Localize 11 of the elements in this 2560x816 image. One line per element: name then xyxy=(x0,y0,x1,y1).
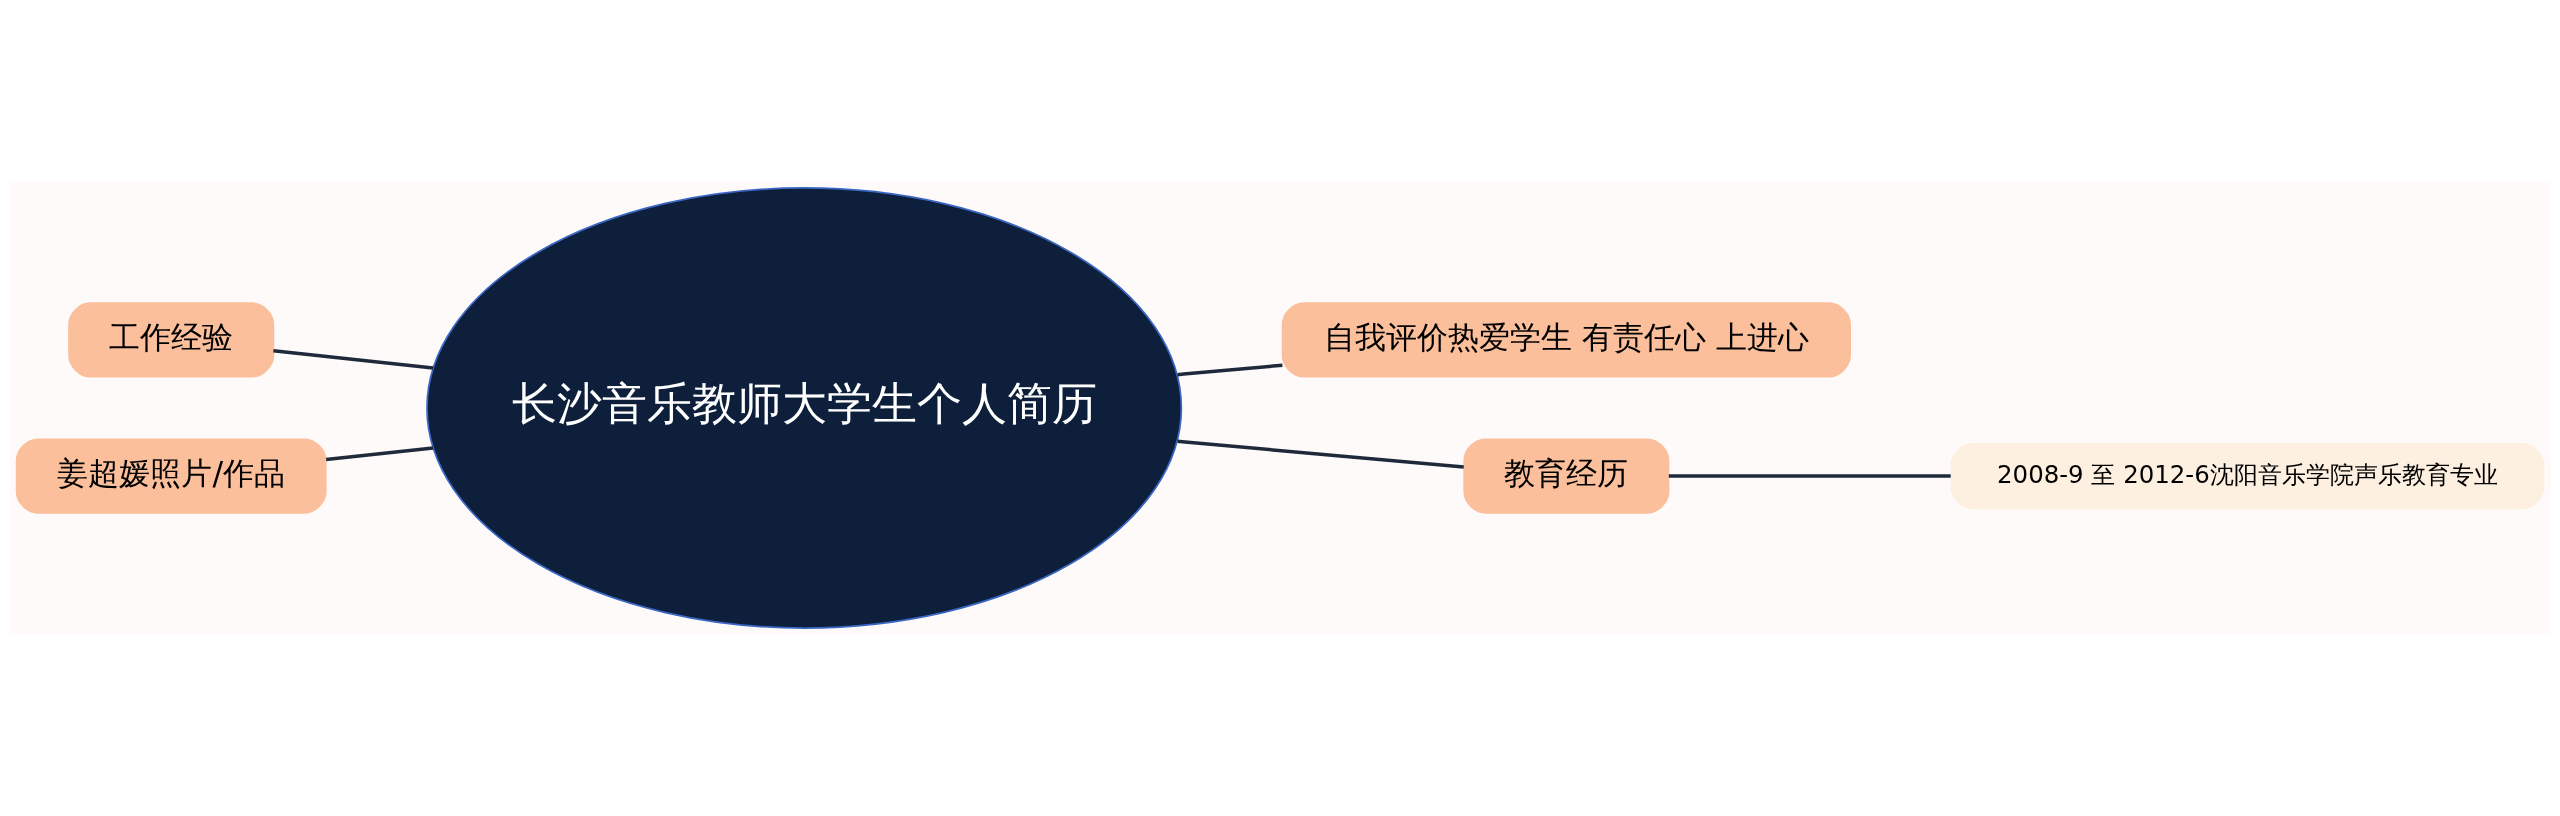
node-box: 姜超媛照片/作品 xyxy=(15,438,327,514)
connector xyxy=(1177,439,1464,469)
connector xyxy=(1177,363,1283,377)
node-box: 教育经历 xyxy=(1463,438,1670,514)
connector xyxy=(325,446,434,462)
node-box: 自我评价热爱学生 有责任心 上进心 xyxy=(1281,302,1851,378)
node-ellipse: 长沙音乐教师大学生个人简历 xyxy=(426,187,1183,629)
node-box: 2008-9 至 2012-6沈阳音乐学院声乐教育专业 xyxy=(1950,442,2545,510)
node-box: 工作经验 xyxy=(68,302,275,378)
connector xyxy=(273,349,434,370)
connector xyxy=(1668,474,1951,478)
